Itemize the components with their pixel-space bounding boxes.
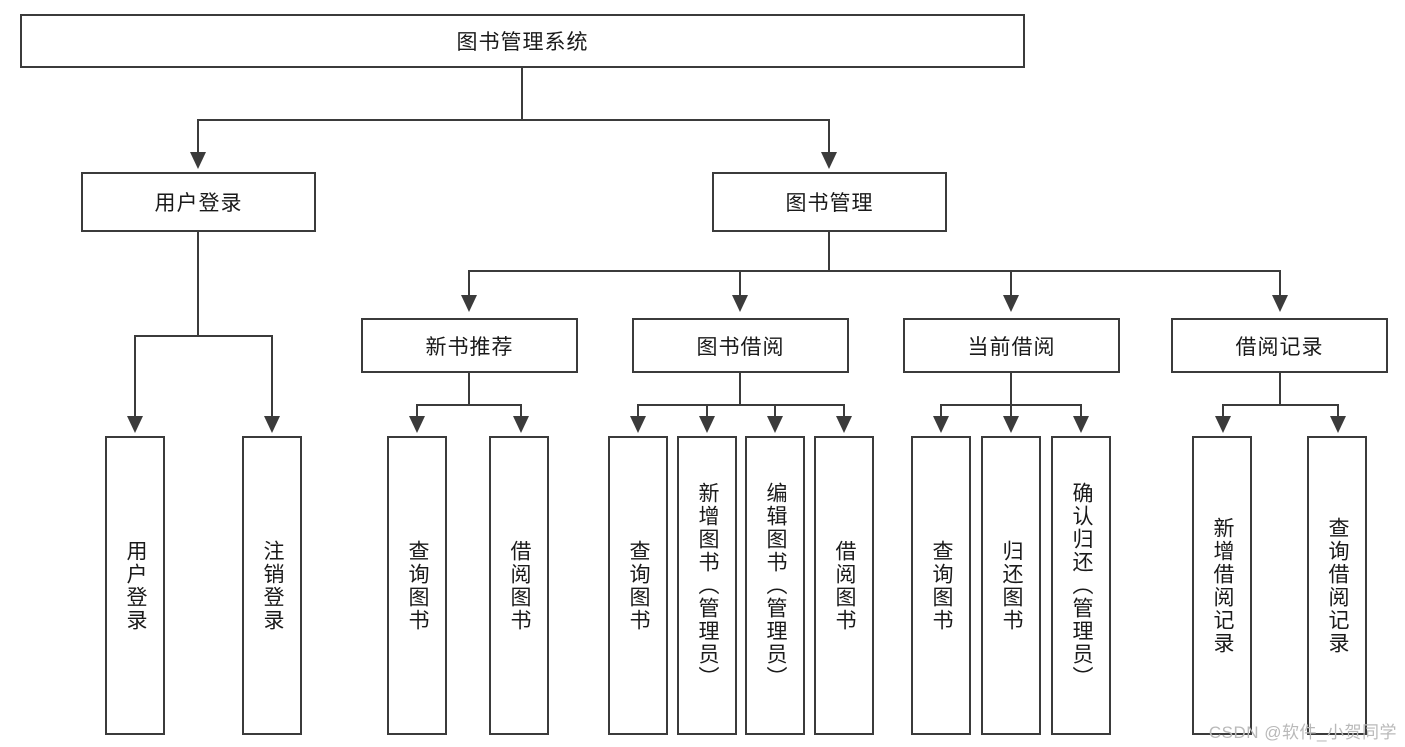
edge-book-borrow-bar: [637, 404, 845, 406]
arrow-current-borrow-leaf-3: [1073, 416, 1089, 433]
arrow-new-book-leaf-1: [409, 416, 425, 433]
arrow-current-borrow-leaf-1: [933, 416, 949, 433]
node-label: 查询借阅记录: [1326, 516, 1350, 655]
arrow-book-borrow-leaf-3: [767, 416, 783, 433]
leaf-add-borrow-record[interactable]: 新增借阅记录: [1192, 436, 1252, 735]
edge-borrow-record-leg-2: [1337, 404, 1339, 420]
leaf-query-borrow-record[interactable]: 查询借阅记录: [1307, 436, 1367, 735]
arrow-borrow-record-leaf-2: [1330, 416, 1346, 433]
edge-new-book-leg-2: [520, 404, 522, 420]
edge-borrow-record-bar: [1222, 404, 1339, 406]
leaf-query-book-borrow[interactable]: 查询图书: [608, 436, 668, 735]
node-label: 归还图书: [1000, 539, 1024, 632]
edge-book-borrow-leg-2: [706, 404, 708, 420]
edge-user-login-stem: [197, 232, 199, 336]
edge-book-borrow-leg-3: [774, 404, 776, 420]
edge-book-borrow-leg-1: [637, 404, 639, 420]
edge-root-to-book-mgmt: [828, 119, 830, 155]
arrow-book-borrow-leaf-2: [699, 416, 715, 433]
edge-book-mgmt-leg-4: [1279, 270, 1281, 298]
arrow-to-new-book-recommend: [461, 295, 477, 312]
leaf-borrow-book-recommend[interactable]: 借阅图书: [489, 436, 549, 735]
node-label: 图书管理系统: [456, 31, 589, 54]
edge-new-book-leg-1: [416, 404, 418, 420]
leaf-logout[interactable]: 注销登录: [242, 436, 302, 735]
node-label: 查询图书: [406, 539, 430, 632]
edge-book-mgmt-leg-1: [468, 270, 470, 298]
node-label: 借阅记录: [1235, 335, 1324, 359]
node-label: 查询图书: [930, 539, 954, 632]
node-label: 图书借阅: [696, 335, 785, 359]
arrow-current-borrow-leaf-2: [1003, 416, 1019, 433]
node-label: 注销登录: [261, 539, 285, 632]
node-root-system[interactable]: 图书管理系统: [20, 14, 1025, 68]
edge-user-login-leg-2: [271, 335, 273, 419]
arrow-user-login-leaf-2: [264, 416, 280, 433]
node-label: 编辑图书（管理员）: [764, 482, 788, 689]
leaf-add-book-admin[interactable]: 新增图书（管理员）: [677, 436, 737, 735]
leaf-confirm-return-admin[interactable]: 确认归还（管理员）: [1051, 436, 1111, 735]
leaf-edit-book-admin[interactable]: 编辑图书（管理员）: [745, 436, 805, 735]
edge-book-mgmt-stem: [828, 232, 830, 272]
arrow-to-user-login: [190, 152, 206, 169]
edge-current-borrow-leg-3: [1080, 404, 1082, 420]
edge-user-login-leg-1: [134, 335, 136, 419]
node-label: 用户登录: [154, 192, 243, 215]
arrow-book-borrow-leaf-4: [836, 416, 852, 433]
node-label: 确认归还（管理员）: [1070, 482, 1094, 689]
node-label: 当前借阅: [967, 335, 1056, 359]
edge-borrow-record-stem: [1279, 373, 1281, 405]
node-book-borrow[interactable]: 图书借阅: [632, 318, 849, 373]
node-label: 新增借阅记录: [1211, 516, 1235, 655]
leaf-query-book-recommend[interactable]: 查询图书: [387, 436, 447, 735]
leaf-user-login[interactable]: 用户登录: [105, 436, 165, 735]
arrow-to-book-borrow: [732, 295, 748, 312]
leaf-query-book-current[interactable]: 查询图书: [911, 436, 971, 735]
edge-root-stem: [521, 68, 523, 120]
leaf-return-book[interactable]: 归还图书: [981, 436, 1041, 735]
arrow-user-login-leaf-1: [127, 416, 143, 433]
arrow-borrow-record-leaf-1: [1215, 416, 1231, 433]
edge-new-book-bar: [416, 404, 522, 406]
edge-book-mgmt-leg-2: [739, 270, 741, 298]
node-borrow-record[interactable]: 借阅记录: [1171, 318, 1388, 373]
arrow-to-current-borrow: [1003, 295, 1019, 312]
node-user-login[interactable]: 用户登录: [81, 172, 316, 232]
edge-book-borrow-stem: [739, 373, 741, 405]
edge-new-book-stem: [468, 373, 470, 405]
node-label: 新书推荐: [425, 335, 514, 359]
node-label: 借阅图书: [833, 539, 857, 632]
edge-book-mgmt-leg-3: [1010, 270, 1012, 298]
edge-book-borrow-leg-4: [843, 404, 845, 420]
node-label: 查询图书: [627, 539, 651, 632]
arrow-to-book-mgmt: [821, 152, 837, 169]
edge-current-borrow-leg-2: [1010, 404, 1012, 420]
node-label: 借阅图书: [508, 539, 532, 632]
edge-borrow-record-leg-1: [1222, 404, 1224, 420]
arrow-to-borrow-record: [1272, 295, 1288, 312]
edge-current-borrow-leg-1: [940, 404, 942, 420]
node-label: 用户登录: [124, 539, 148, 632]
node-current-borrow[interactable]: 当前借阅: [903, 318, 1120, 373]
edge-root-bar: [197, 119, 830, 121]
node-new-book-recommend[interactable]: 新书推荐: [361, 318, 578, 373]
edge-user-login-bar: [134, 335, 273, 337]
edge-book-mgmt-bar: [468, 270, 1280, 272]
arrow-book-borrow-leaf-1: [630, 416, 646, 433]
edge-current-borrow-stem: [1010, 373, 1012, 405]
leaf-borrow-book[interactable]: 借阅图书: [814, 436, 874, 735]
edge-root-to-user-login: [197, 119, 199, 155]
arrow-new-book-leaf-2: [513, 416, 529, 433]
node-label: 新增图书（管理员）: [696, 482, 720, 689]
csdn-watermark: CSDN @软件_小贺同学: [1208, 723, 1397, 742]
node-book-management[interactable]: 图书管理: [712, 172, 947, 232]
node-label: 图书管理: [785, 192, 874, 215]
